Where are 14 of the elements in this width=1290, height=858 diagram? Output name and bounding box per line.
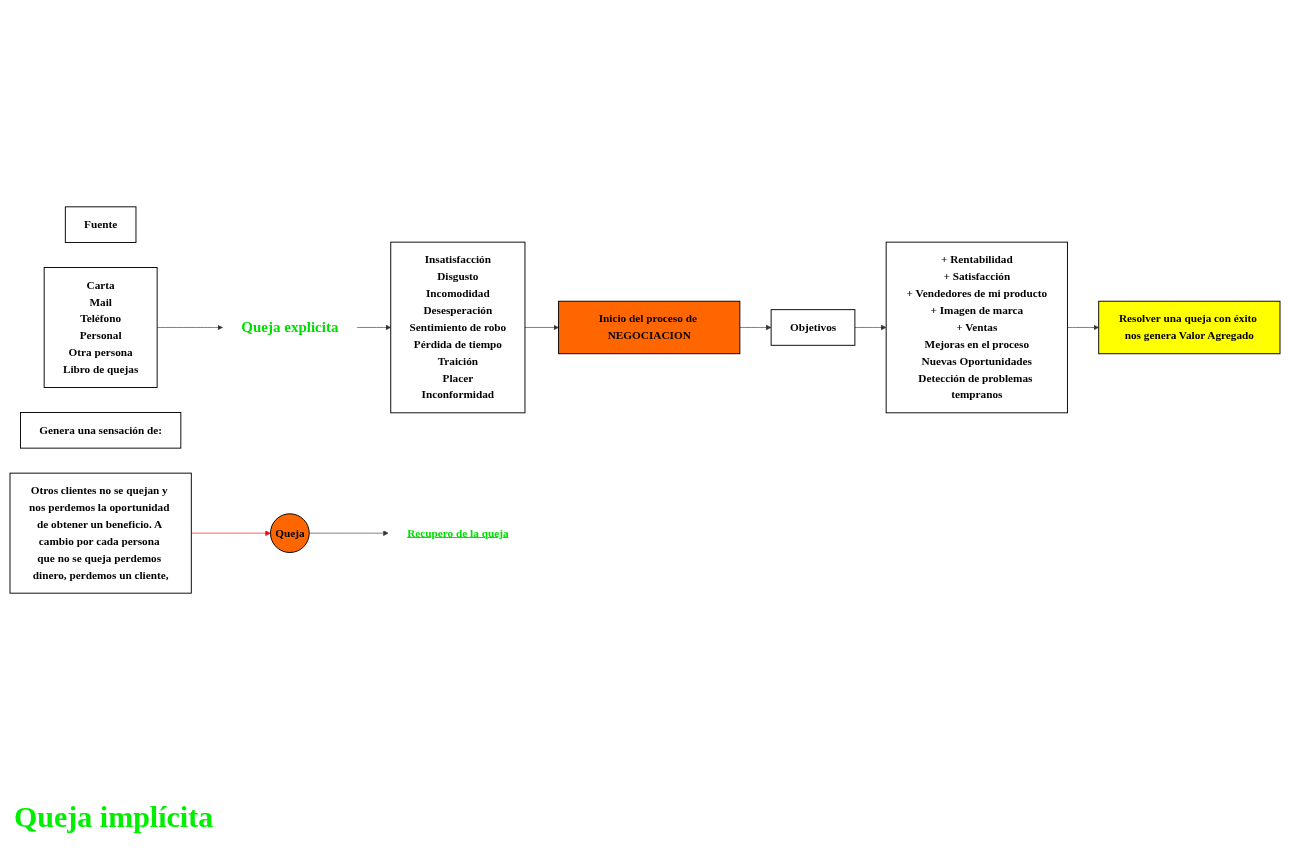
- node-box: [770, 309, 856, 346]
- node-box: [558, 300, 741, 355]
- node-text: Queja explicita: [241, 319, 339, 336]
- node-box: [885, 241, 1068, 414]
- node-box: [20, 412, 182, 449]
- node-box: [43, 267, 158, 388]
- node-text: Recupero de la queja: [407, 526, 509, 540]
- node-box: [64, 206, 137, 243]
- node-box: [9, 472, 192, 594]
- node-box: [1098, 300, 1281, 355]
- node-circle: [270, 513, 310, 553]
- flowchart: Fuente Carta Mail Teléfono Personal Otra persona Libro de quejas Queja explicita Queja Genera una sensación de: Insatisfacción Disgusto Incomodidad Desesperación Sentimiento de robo Pérdida de tiempo Traición Placer Inconformidad Inicio del proceso de NEGOCIACION Objetivos + Rentabilidad + Satisfacción + Vendedores de mi producto + Imagen de marca + Ventas Mejoras en el proceso Nuevas Oportunidades Detección de problemas tempranos Resolver una queja con éxito nos genera Valor Agregado Otros clientes no se quejan y nos perdemos la oportunidad de obtener un beneficio. A cambio por cada persona que no se queja perdemos dinero, perdemos un cliente, Recupero de la queja: [5, 5, 1285, 795]
- node-box: [390, 241, 526, 414]
- note-text: Queja implícita: [14, 800, 214, 834]
